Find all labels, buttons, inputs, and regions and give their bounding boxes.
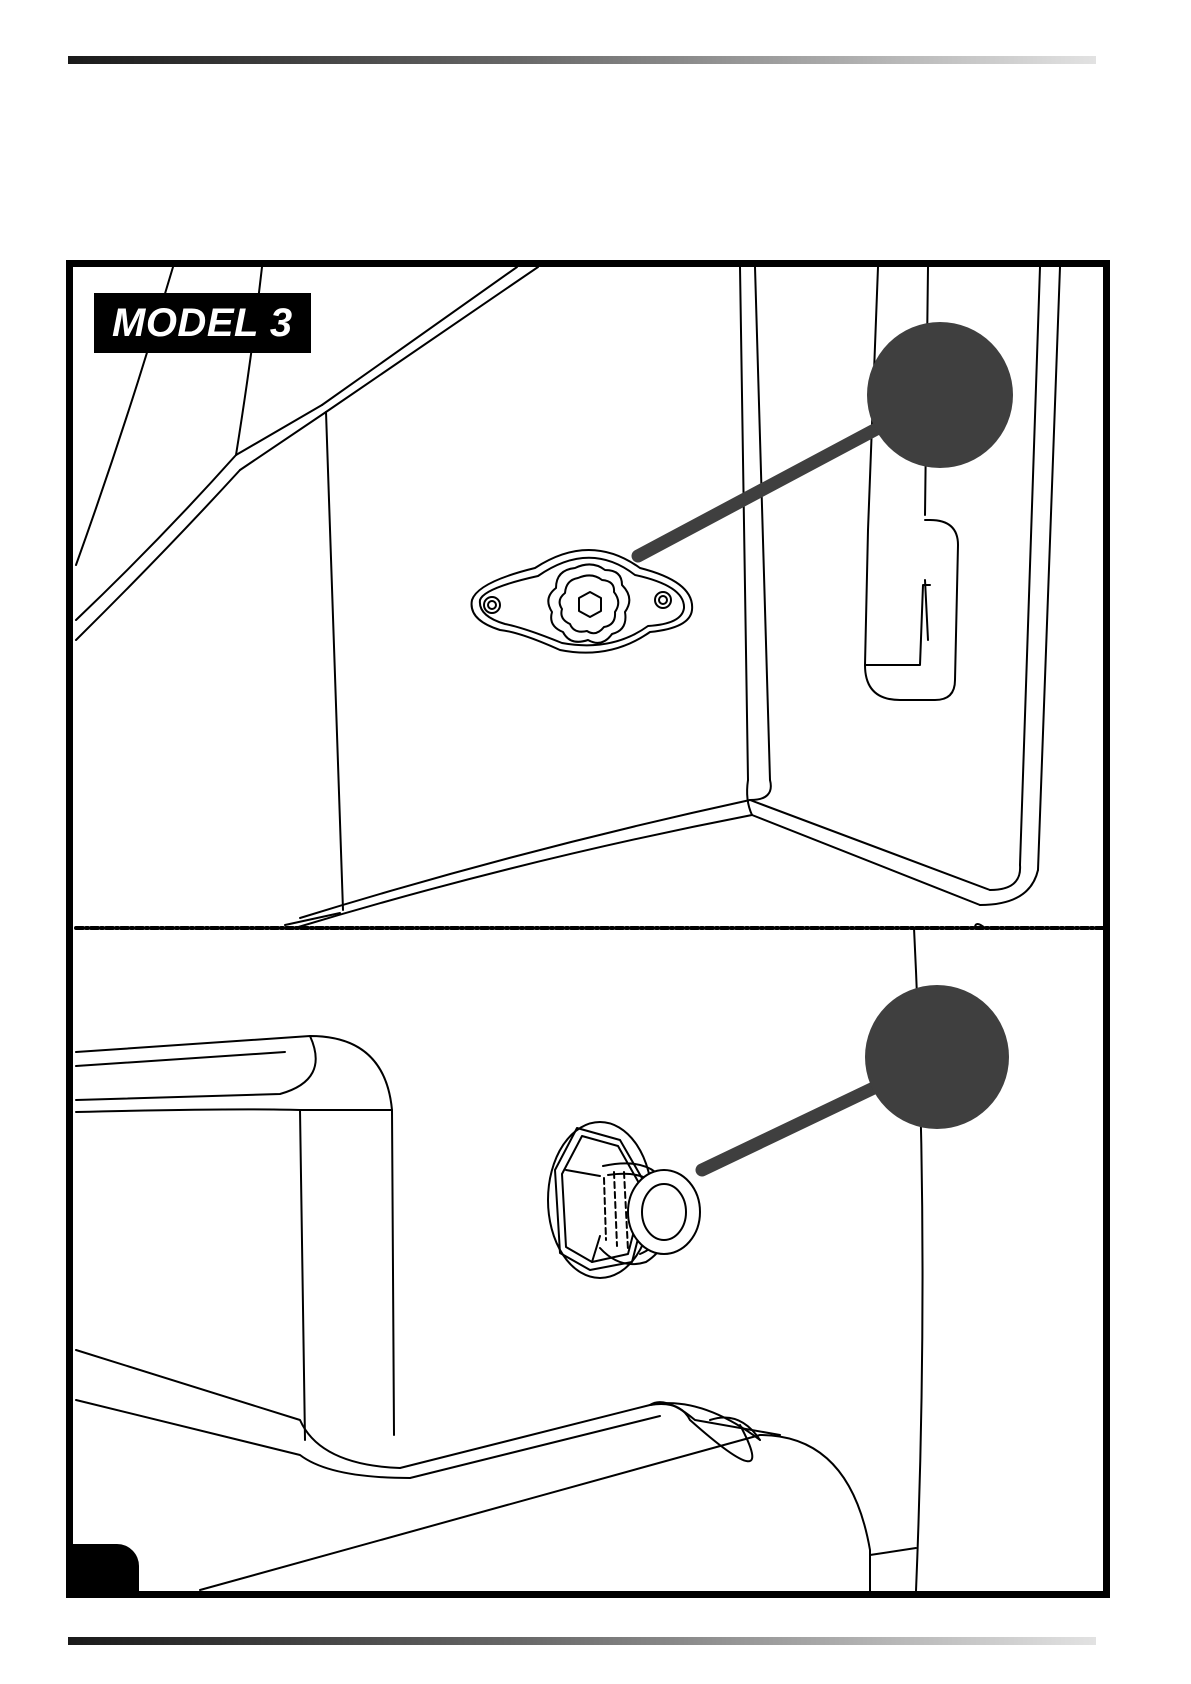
footer-rule [68,1637,1096,1645]
model-label: MODEL 3 [94,293,311,353]
callout-1 [638,322,1013,556]
callout-2 [702,985,1009,1170]
star-knob-mount [472,550,693,653]
lower-housing-lines [76,924,985,1591]
page-tab-marker [73,1544,139,1592]
connector-plug [548,1122,700,1278]
